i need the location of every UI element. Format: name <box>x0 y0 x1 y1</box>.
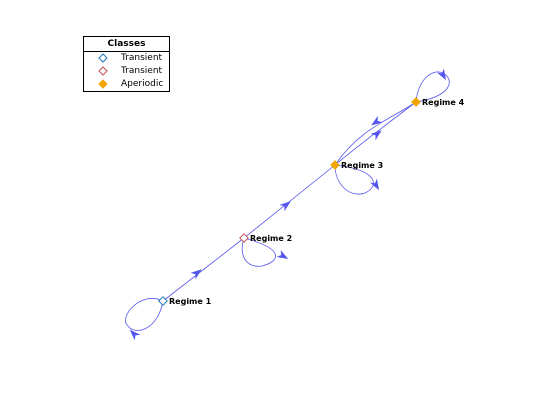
legend: Classes Transient Transient Aperiodic <box>83 36 170 92</box>
arrowhead-r1-r2 <box>190 269 202 280</box>
edge-r2-r2 <box>241 237 276 267</box>
edge-r1-r2 <box>162 237 245 302</box>
legend-label-2: Transient <box>121 66 163 76</box>
node-marker-r3 <box>330 160 340 170</box>
legend-label-1: Transient <box>121 53 163 63</box>
node-marker-r4 <box>411 97 421 107</box>
legend-entry-3: Aperiodic <box>84 78 169 91</box>
arrowhead-r2-r3 <box>279 201 291 212</box>
arrowhead-r3-r3 <box>370 178 379 191</box>
node-label-r1: Regime 1 <box>169 297 212 306</box>
node-marker-r2 <box>239 233 249 243</box>
nodes-layer: Regime 1 Regime 2 Regime 3 Regime 4 <box>158 97 465 306</box>
legend-marker-3 <box>98 79 108 89</box>
node-r1: Regime 1 <box>158 296 212 306</box>
node-r2: Regime 2 <box>239 233 292 243</box>
node-label-r2: Regime 2 <box>250 234 292 243</box>
node-r3: Regime 3 <box>330 160 383 170</box>
edge-r4-r3 <box>334 101 417 166</box>
node-label-r3: Regime 3 <box>341 161 383 170</box>
arrowhead-r1-r1 <box>129 329 141 341</box>
node-label-r4: Regime 4 <box>422 98 465 107</box>
edges-layer <box>125 68 450 341</box>
node-marker-r1 <box>158 296 168 306</box>
legend-entry-2: Transient <box>84 65 169 78</box>
legend-marker-2 <box>98 66 108 76</box>
edge-r3-r4 <box>334 101 417 166</box>
node-r4: Regime 4 <box>411 97 465 107</box>
legend-label-3: Aperiodic <box>121 79 164 89</box>
legend-entry-1: Transient <box>84 52 169 65</box>
edge-r3-r3 <box>334 164 374 195</box>
edge-r1-r1 <box>125 298 164 331</box>
arrowhead-r2-r2 <box>276 250 289 259</box>
arrowhead-r3-r4 <box>370 130 382 141</box>
arrowhead-r4-r4 <box>437 68 446 81</box>
legend-marker-1 <box>98 53 108 63</box>
edge-r2-r3 <box>243 164 336 239</box>
legend-title: Classes <box>84 37 169 52</box>
arrowhead-r4-r3 <box>371 115 383 126</box>
